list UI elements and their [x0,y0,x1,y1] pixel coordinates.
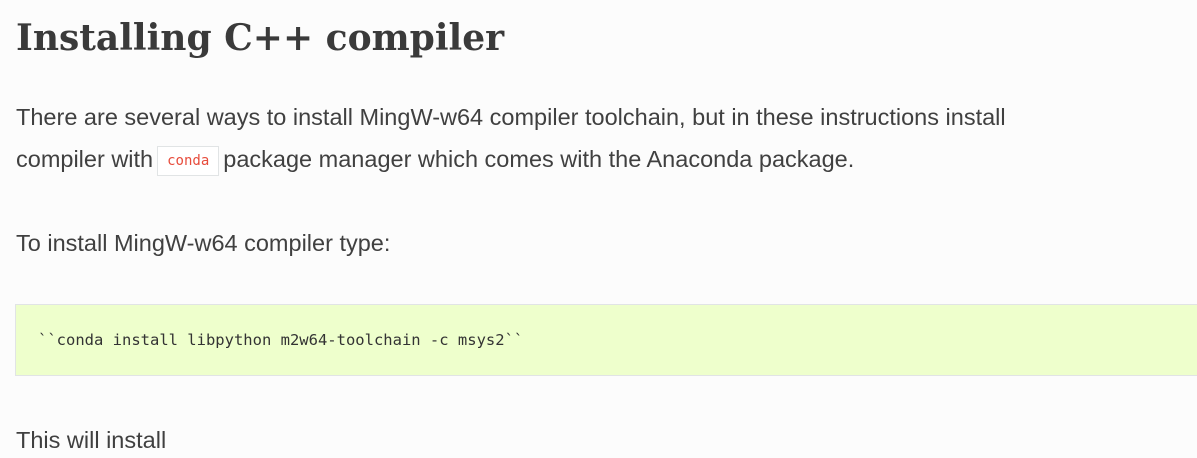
intro-line-1: There are several ways to install MingW-… [16,104,1006,130]
intro-line-2-end: package manager which comes with the Ana… [223,146,855,172]
code-block[interactable]: ``conda install libpython m2w64-toolchai… [15,304,1197,376]
code-block-text[interactable]: ``conda install libpython m2w64-toolchai… [38,331,524,349]
followup-paragraph: This will install [16,427,167,453]
inline-code-conda: conda [157,146,220,176]
section-heading: Installing C++ compiler [16,17,505,59]
install-instruction-paragraph: To install MingW-w64 compiler type: [16,230,391,256]
intro-paragraph: There are several ways to install MingW-… [16,96,1006,180]
intro-line-2-start: compiler with [16,146,154,172]
